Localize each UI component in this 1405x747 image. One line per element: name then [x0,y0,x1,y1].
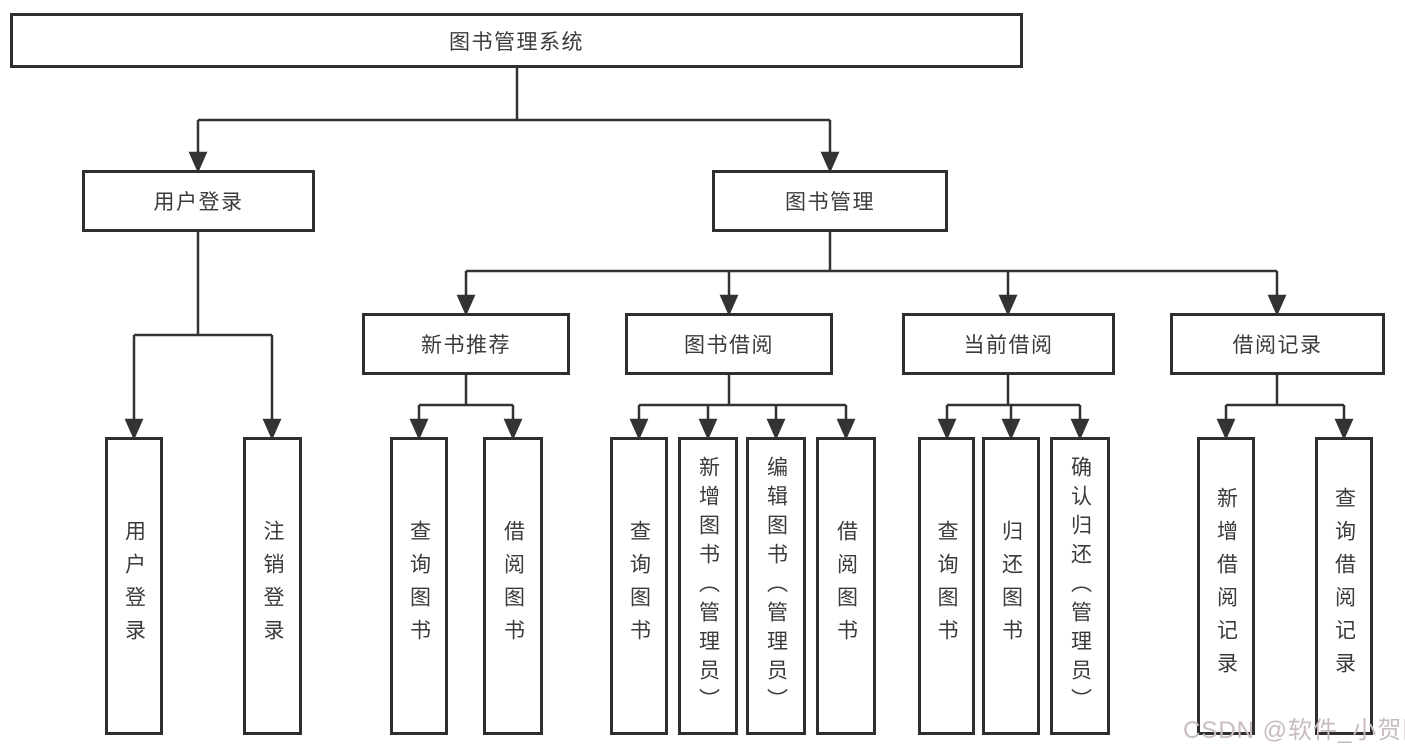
leaf-add-borrow-record: 新增借阅记录 [1197,437,1255,735]
node-label: 确认归还（管理员） [1068,455,1092,717]
node-label: 用户登录 [153,191,244,214]
node-label: 查询图书 [935,520,958,652]
node-label: 借阅图书 [501,520,525,652]
leaf-borrow-books-recommend: 借阅图书 [483,437,543,735]
node-label: 图书管理系统 [449,30,584,54]
arrow-down-icon [1070,418,1090,441]
connector-bookborrow-to-leaves [629,375,856,441]
arrow-down-icon [1216,418,1236,441]
arrow-down-icon [124,418,144,441]
connector-currentborrow-to-leaves [937,375,1090,441]
node-label: 图书借阅 [684,334,774,357]
node-label: 注销登录 [261,520,284,652]
arrow-down-icon [820,151,840,174]
node-label: 当前借阅 [963,334,1054,357]
node-label: 借阅图书 [834,520,858,652]
node-book-borrow: 图书借阅 [625,313,833,375]
leaf-query-books-recommend: 查询图书 [390,437,448,735]
node-label: 归还图书 [999,520,1023,652]
connector-userlogin-to-leaves [124,232,282,441]
arrow-down-icon [937,418,957,441]
arrow-down-icon [1267,294,1287,317]
node-label: 新增图书（管理员） [696,455,720,717]
arrow-down-icon [836,418,856,441]
connector-root-to-level2 [188,68,840,174]
arrow-down-icon [1001,418,1021,441]
leaf-query-borrow-record: 查询借阅记录 [1315,437,1373,735]
arrow-down-icon [698,418,718,441]
arrow-down-icon [188,151,208,174]
node-label: 查询借阅记录 [1332,487,1356,685]
leaf-borrow-books: 借阅图书 [816,437,876,735]
node-library-system: 图书管理系统 [10,13,1023,68]
node-label: 编辑图书（管理员） [764,455,788,717]
arrow-down-icon [409,418,429,441]
leaf-return-books: 归还图书 [982,437,1040,735]
node-current-borrow: 当前借阅 [902,313,1115,375]
leaf-query-books-current: 查询图书 [918,437,975,735]
node-label: 查询图书 [407,520,431,652]
connector-newbooks-to-leaves [409,375,523,441]
node-new-book-recommend: 新书推荐 [362,313,570,375]
arrow-down-icon [456,294,476,317]
arrow-down-icon [766,418,786,441]
node-label: 新书推荐 [421,334,511,357]
node-borrow-records: 借阅记录 [1170,313,1385,375]
arrow-down-icon [262,418,282,441]
node-label: 借阅记录 [1232,334,1323,357]
arrow-down-icon [503,418,523,441]
leaf-query-books-borrow: 查询图书 [610,437,668,735]
arrow-down-icon [1334,418,1354,441]
node-book-management: 图书管理 [712,170,948,232]
arrow-down-icon [629,418,649,441]
node-label: 用户登录 [122,520,146,652]
csdn-watermark: CSDN @软件_小贺同学 [1183,717,1405,744]
leaf-add-books-admin: 新增图书（管理员） [678,437,738,735]
node-label: 新增借阅记录 [1214,487,1238,685]
connector-borrowrecords-to-leaves [1216,375,1354,441]
node-user-login: 用户登录 [82,170,315,232]
arrow-down-icon [998,294,1018,317]
node-label: 图书管理 [785,191,875,214]
connector-bookmgmt-to-level3 [456,232,1287,317]
leaf-logout: 注销登录 [243,437,302,735]
leaf-confirm-return-admin: 确认归还（管理员） [1050,437,1110,735]
leaf-user-login: 用户登录 [105,437,163,735]
arrow-down-icon [719,294,739,317]
node-label: 查询图书 [627,520,651,652]
leaf-edit-books-admin: 编辑图书（管理员） [746,437,806,735]
